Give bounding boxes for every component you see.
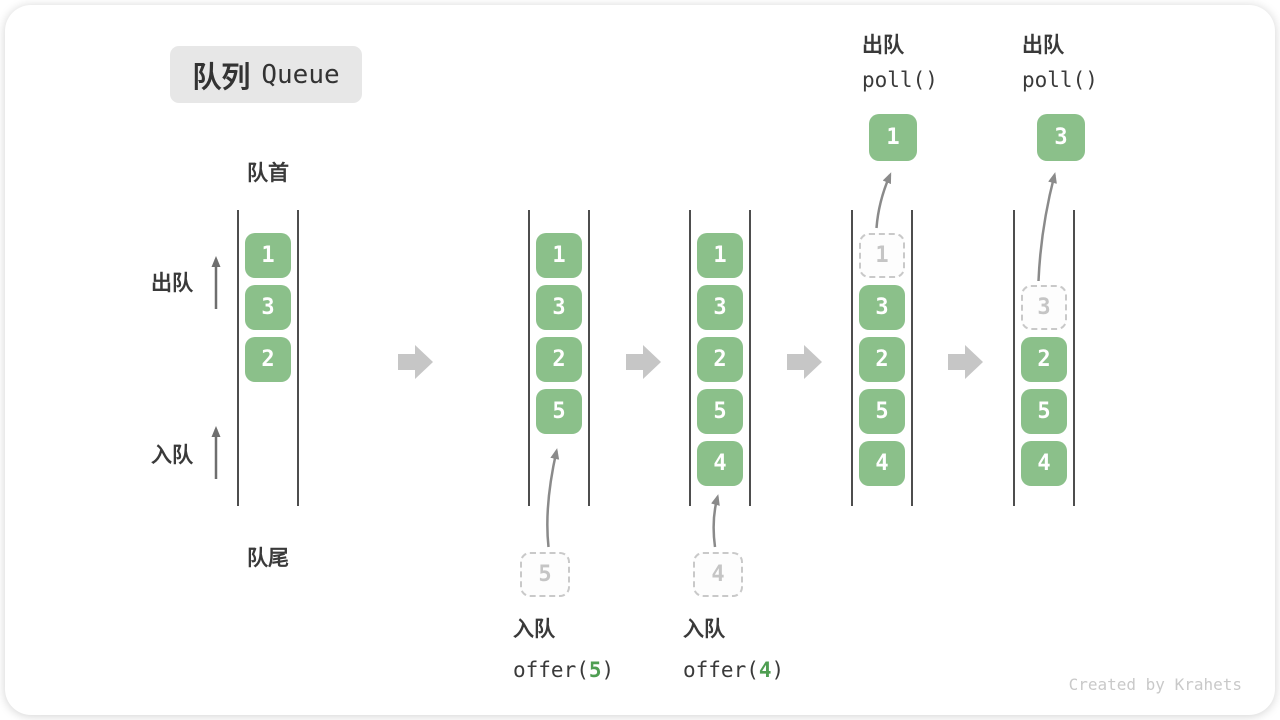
queue-block: 5 [697,389,743,434]
queue-state-4: 1 3 2 5 4 1 出队 poll() [851,0,938,720]
queue-block: 3 [536,285,582,330]
queue-block: 2 [245,337,291,382]
queue-rail-left [237,210,239,506]
queue-block: 2 [859,337,905,382]
label-queue-rear: 队尾 [247,547,289,570]
queue-block: 2 [1021,337,1067,382]
queue-block: 3 [245,285,291,330]
queue-block: 1 [536,233,582,278]
operation-enqueue-offer4: 入队 offer(4) [683,610,784,690]
queue-rail-right [1073,210,1075,506]
operation-arg: 5 [588,658,602,682]
label-queue-front: 队首 [247,162,289,185]
queue-rail-left [851,210,853,506]
popped-block: 3 [1037,114,1085,161]
queue-block: 4 [1021,441,1067,486]
queue-rail-right [749,210,751,506]
pending-block-ghost: 5 [520,552,570,597]
operation-label: 入队 [513,618,555,641]
operation-label: 出队 [862,34,904,57]
operation-enqueue-offer5: 入队 offer(5) [513,610,614,690]
operation-dequeue-poll1: 出队 poll() [862,29,938,97]
title-zh: 队列 [192,61,251,94]
label-dequeue-side: 出队 [151,272,193,295]
title-badge: 队列 Queue [170,46,362,103]
diagram-card [5,5,1275,715]
operation-label: 出队 [1022,34,1064,57]
queue-state-5: 3 2 5 4 3 出队 poll() [1013,0,1098,720]
removed-block-ghost: 3 [1021,285,1067,330]
queue-block: 5 [1021,389,1067,434]
queue-block: 3 [697,285,743,330]
operation-code: offer(5) [513,658,615,682]
popped-block: 1 [869,114,917,161]
queue-state-3: 1 3 2 5 4 4 入队 offer(4) [683,0,784,720]
queue-block: 4 [697,441,743,486]
queue-block: 2 [697,337,743,382]
operation-dequeue-poll3: 出队 poll() [1022,29,1098,97]
queue-rail-right [588,210,590,506]
operation-code: poll() [862,68,938,92]
queue-state-2: 1 3 2 5 5 入队 offer(5) [513,0,614,720]
queue-block: 4 [859,441,905,486]
queue-rail-left [1013,210,1015,506]
queue-block: 2 [536,337,582,382]
watermark-credit: Created by Krahets [1068,675,1242,694]
operation-label: 入队 [683,618,725,641]
label-enqueue-side: 入队 [151,444,193,467]
queue-rail-right [297,210,299,506]
queue-rail-left [528,210,530,506]
operation-arg: 4 [758,658,772,682]
queue-rail-right [911,210,913,506]
removed-block-ghost: 1 [859,233,905,278]
queue-block: 3 [859,285,905,330]
queue-block: 5 [536,389,582,434]
queue-block: 1 [697,233,743,278]
queue-block: 5 [859,389,905,434]
pending-block-ghost: 4 [693,552,743,597]
operation-code: offer(4) [683,658,785,682]
queue-state-1: 1 3 2 [237,0,299,720]
title-en: Queue [261,59,340,90]
operation-code: poll() [1022,68,1098,92]
queue-block: 1 [245,233,291,278]
queue-rail-left [689,210,691,506]
